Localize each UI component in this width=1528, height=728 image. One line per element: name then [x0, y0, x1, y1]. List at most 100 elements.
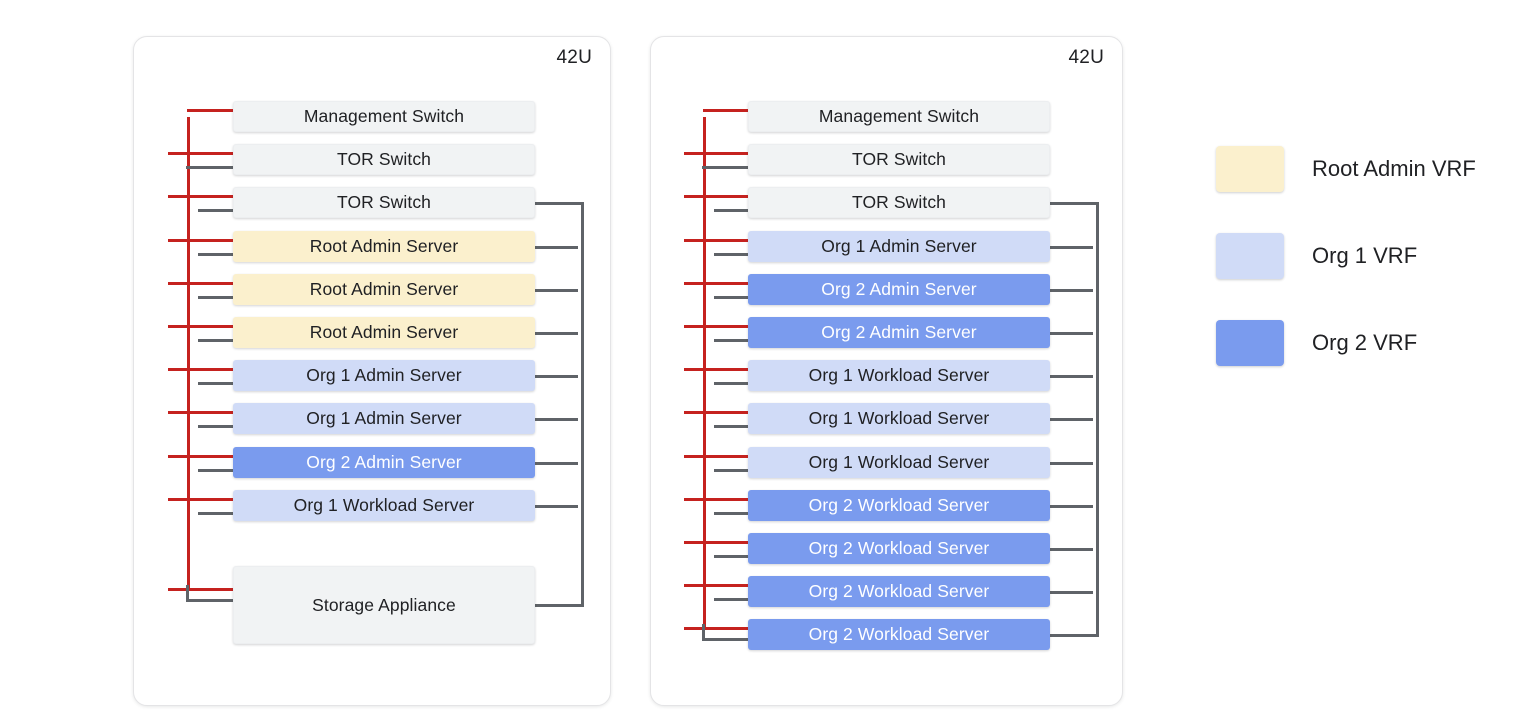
device-row: Org 1 Workload Server — [233, 490, 535, 521]
data-cable-terminal-link — [1050, 633, 1099, 637]
data-cable-left-stub — [198, 208, 233, 212]
device-row: Org 1 Admin Server — [748, 231, 1050, 262]
device-row: Management Switch — [748, 101, 1050, 132]
data-cable-left-stub — [198, 381, 233, 385]
data-cable-right-stub — [535, 417, 578, 421]
management-cable-branch — [684, 367, 748, 371]
legend-label-2: Org 1 VRF — [1312, 243, 1418, 268]
device-row: Org 1 Admin Server — [233, 403, 535, 434]
management-cable-branch — [684, 194, 748, 198]
data-cable-left-stub — [702, 637, 748, 641]
data-cable-right-stub — [1050, 374, 1093, 378]
device-row: TOR Switch — [233, 144, 535, 175]
data-cable-right-stub — [535, 331, 578, 335]
data-cable-left-stub — [198, 295, 233, 299]
device-row: Storage Appliance — [233, 566, 535, 644]
management-cable-branch — [168, 151, 233, 155]
data-cable-left-stub — [714, 554, 748, 558]
management-cable-branch — [168, 410, 233, 414]
legend-label-3: Org 2 VRF — [1312, 330, 1418, 355]
data-cable-terminal-link — [535, 604, 584, 607]
management-cable-branch — [684, 497, 748, 501]
management-cable-branch — [168, 281, 233, 285]
data-cable-left-stub — [714, 208, 748, 212]
data-cable-right-stub — [1050, 590, 1093, 594]
management-cable-branch — [684, 324, 748, 328]
rack-units-label: 42U — [556, 47, 592, 68]
data-cable-left-stub — [714, 597, 748, 601]
management-cable-branch — [684, 151, 748, 155]
management-cable-branch — [684, 454, 748, 458]
device-row: Root Admin Server — [233, 317, 535, 348]
management-cable-branch — [684, 238, 748, 242]
data-cable-right-stub — [535, 288, 578, 292]
data-cable-right-stub — [1050, 288, 1093, 292]
device-row: Org 2 Workload Server — [748, 576, 1050, 607]
data-cable-left-stub — [714, 511, 748, 515]
legend-item: Org 2 VRF — [1216, 320, 1417, 366]
device-row: Org 2 Admin Server — [748, 274, 1050, 305]
management-cable-branch — [168, 194, 233, 198]
data-cable-left-stub — [186, 599, 233, 602]
management-cable-branch — [684, 626, 748, 630]
device-row: Org 1 Admin Server — [233, 360, 535, 391]
data-cable-left-stub — [198, 424, 233, 428]
device-row: Org 1 Workload Server — [748, 447, 1050, 478]
legend-label-1: Root Admin VRF — [1312, 156, 1476, 181]
data-cable-left-corner — [186, 585, 189, 602]
data-cable-tor-link — [1050, 201, 1099, 205]
data-cable-right-stub — [535, 504, 578, 508]
management-cable-branch — [684, 540, 748, 544]
device-row: Org 2 Admin Server — [748, 317, 1050, 348]
data-cable-left-stub — [198, 338, 233, 342]
data-cable-right-stub — [535, 461, 578, 465]
legend: Root Admin VRF Org 1 VRF Org 2 VRF — [1216, 146, 1516, 366]
data-cable-right-stub — [1050, 331, 1093, 335]
data-cable-right-stub — [1050, 461, 1093, 465]
device-row: Org 1 Workload Server — [748, 403, 1050, 434]
data-cable-left-stub — [714, 338, 748, 342]
management-cable-branch — [684, 281, 748, 285]
data-cable-right-stub — [1050, 547, 1093, 551]
management-cable-branch — [168, 454, 233, 458]
management-cable-branch — [703, 108, 748, 112]
management-cable-branch — [684, 583, 748, 587]
data-cable-right-stub — [1050, 417, 1093, 421]
data-cable-right-stub — [1050, 245, 1093, 249]
legend-swatch-3 — [1216, 320, 1284, 366]
management-cable-branch — [168, 588, 233, 591]
device-row: Root Admin Server — [233, 274, 535, 305]
data-cable-left-stub — [714, 381, 748, 385]
legend-swatch-1 — [1216, 146, 1284, 192]
management-cable-branch — [187, 108, 233, 112]
data-cable-left-stub — [198, 468, 233, 472]
device-row: TOR Switch — [233, 187, 535, 218]
device-row: Org 2 Workload Server — [748, 619, 1050, 650]
rack-units-label: 42U — [1068, 47, 1104, 68]
data-cable-right-stub — [535, 245, 578, 249]
data-cable-left-stub — [702, 165, 748, 169]
device-row: Org 2 Workload Server — [748, 533, 1050, 564]
data-cable-left-stub — [198, 252, 233, 256]
legend-item: Root Admin VRF — [1216, 146, 1476, 192]
device-row: Org 1 Workload Server — [748, 360, 1050, 391]
device-row: TOR Switch — [748, 187, 1050, 218]
device-row: Org 2 Workload Server — [748, 490, 1050, 521]
data-cable-left-stub — [714, 424, 748, 428]
data-cable-left-stub — [714, 295, 748, 299]
management-cable-trunk — [703, 116, 706, 628]
data-cable-left-stub — [198, 511, 233, 515]
data-cable-left-stub — [714, 252, 748, 256]
data-cable-left-stub — [714, 468, 748, 472]
management-cable-branch — [168, 324, 233, 328]
management-cable-branch — [684, 410, 748, 414]
data-cable-right-stub — [535, 374, 578, 378]
data-cable-left-corner — [702, 623, 705, 641]
device-row: Org 2 Admin Server — [233, 447, 535, 478]
device-row: Root Admin Server — [233, 231, 535, 262]
data-cable-trunk — [1096, 202, 1099, 635]
device-row: Management Switch — [233, 101, 535, 132]
device-row: TOR Switch — [748, 144, 1050, 175]
data-cable-left-stub — [186, 165, 233, 169]
